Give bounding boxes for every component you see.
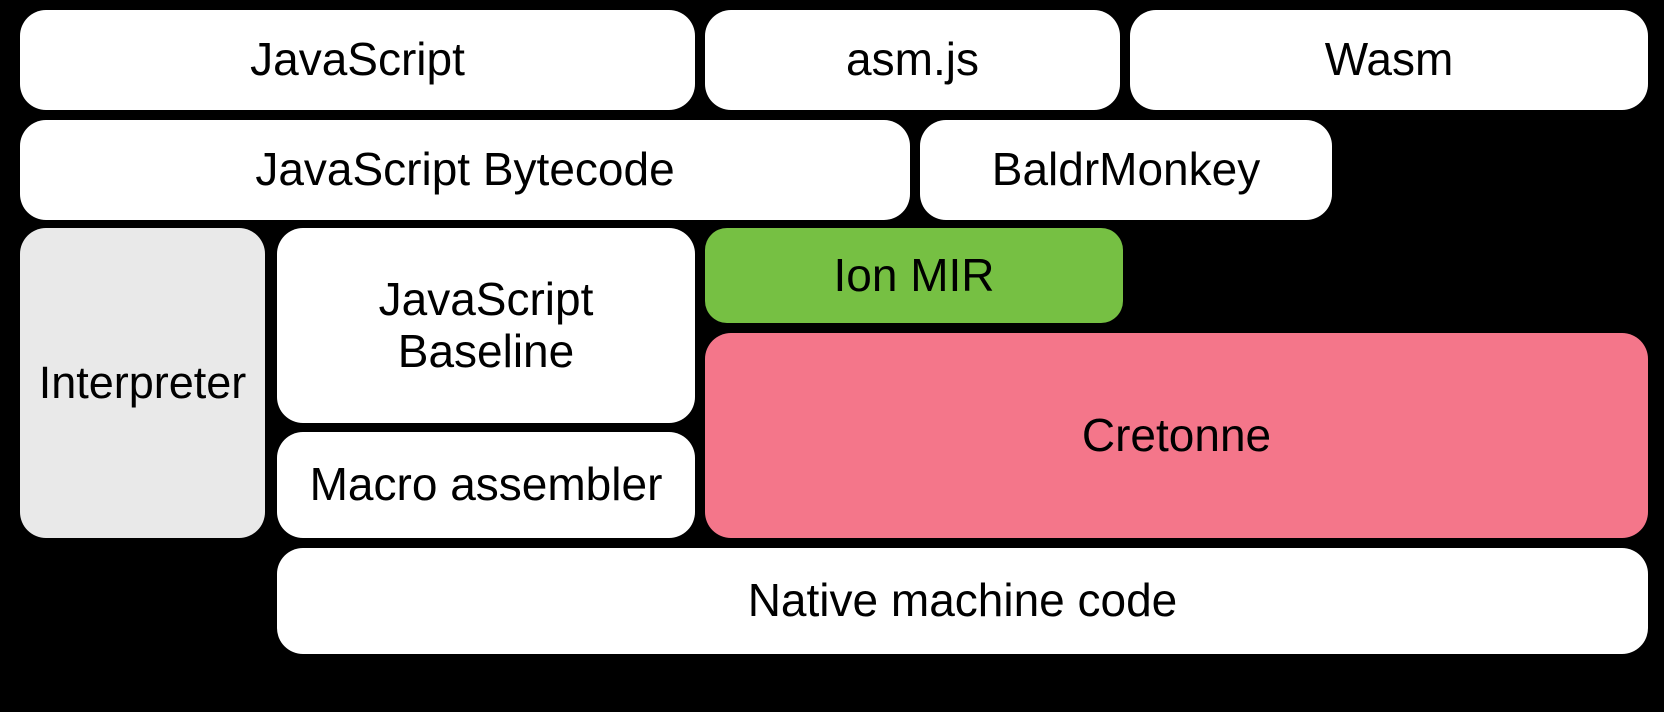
node-javascript-bytecode[interactable]: JavaScript Bytecode xyxy=(20,120,910,220)
node-javascript[interactable]: JavaScript xyxy=(20,10,695,110)
node-javascript-baseline[interactable]: JavaScript Baseline xyxy=(277,228,695,423)
node-baldrmonkey[interactable]: BaldrMonkey xyxy=(920,120,1332,220)
node-interpreter[interactable]: Interpreter xyxy=(20,228,265,538)
node-wasm[interactable]: Wasm xyxy=(1130,10,1648,110)
node-asm-js[interactable]: asm.js xyxy=(705,10,1120,110)
node-native-machine-code[interactable]: Native machine code xyxy=(277,548,1648,654)
node-cretonne[interactable]: Cretonne xyxy=(705,333,1648,538)
node-ion-mir[interactable]: Ion MIR xyxy=(705,228,1123,323)
node-macro-assembler[interactable]: Macro assembler xyxy=(277,432,695,538)
